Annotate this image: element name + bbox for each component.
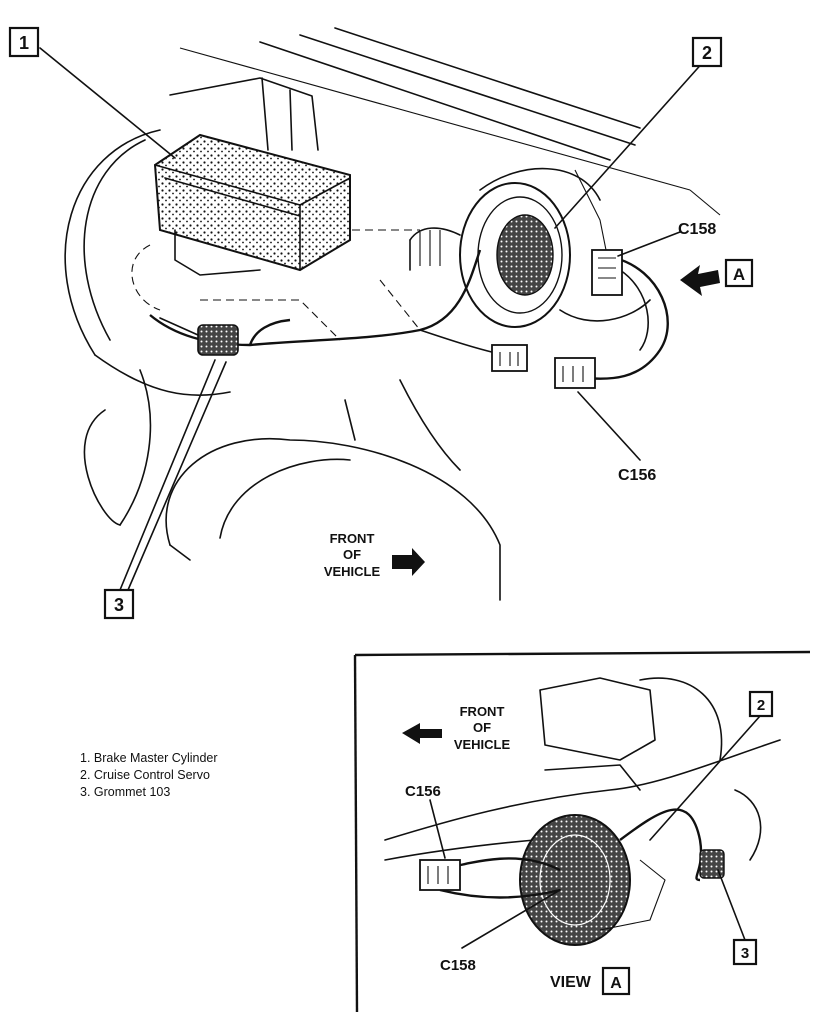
callout-a: A: [724, 258, 754, 288]
label-c156: C156: [618, 467, 656, 484]
svg-text:VEHICLE: VEHICLE: [454, 737, 511, 752]
svg-text:VEHICLE: VEHICLE: [324, 564, 381, 579]
svg-text:2: 2: [702, 43, 712, 63]
svg-text:A: A: [610, 975, 622, 992]
inset-front-arrow-icon: [402, 723, 442, 744]
parts-legend: 1. Brake Master Cylinder 2. Cruise Contr…: [80, 750, 218, 801]
front-of-vehicle-inset: FRONT OF VEHICLE: [454, 704, 511, 752]
callout-2: 2: [691, 36, 723, 68]
brake-master-cylinder: [153, 133, 351, 276]
inset-callout-3: 3: [732, 938, 758, 966]
vehicle-body-lines: [64, 27, 721, 601]
svg-text:FRONT: FRONT: [330, 531, 375, 546]
svg-text:3: 3: [114, 595, 124, 615]
front-of-vehicle-main: FRONT OF VEHICLE: [324, 531, 381, 579]
svg-text:2: 2: [757, 697, 765, 714]
cruise-control-servo: [409, 182, 571, 328]
inset-frame: [353, 650, 811, 1013]
inset-label-c158: C158: [440, 957, 476, 974]
svg-text:3: 3: [741, 945, 749, 962]
label-c158: C158: [678, 221, 716, 238]
legend-item: 1. Brake Master Cylinder: [80, 751, 218, 765]
connector-c156-body: [491, 344, 596, 389]
svg-text:OF: OF: [473, 720, 491, 735]
inset-callout-2: 2: [748, 690, 774, 718]
inset-leaders: [429, 715, 761, 949]
svg-text:FRONT: FRONT: [460, 704, 505, 719]
inset-label-c156: C156: [405, 783, 441, 800]
callout-3: 3: [103, 588, 135, 620]
svg-text:OF: OF: [343, 547, 361, 562]
leader-lines: [39, 47, 706, 591]
inset-view-title: VIEW A: [550, 966, 631, 996]
svg-text:VIEW: VIEW: [550, 974, 592, 991]
svg-text:1: 1: [19, 33, 29, 53]
view-a-arrow-icon: [680, 265, 720, 296]
inset-servo-detail: [384, 677, 781, 946]
front-arrow-icon: [392, 548, 425, 576]
svg-text:A: A: [733, 265, 745, 284]
legend-item: 2. Cruise Control Servo: [80, 768, 210, 782]
legend-item: 3. Grommet 103: [80, 785, 171, 799]
connector-c158-body: [591, 249, 623, 296]
grommet: [159, 317, 239, 356]
callout-1: 1: [8, 26, 40, 58]
